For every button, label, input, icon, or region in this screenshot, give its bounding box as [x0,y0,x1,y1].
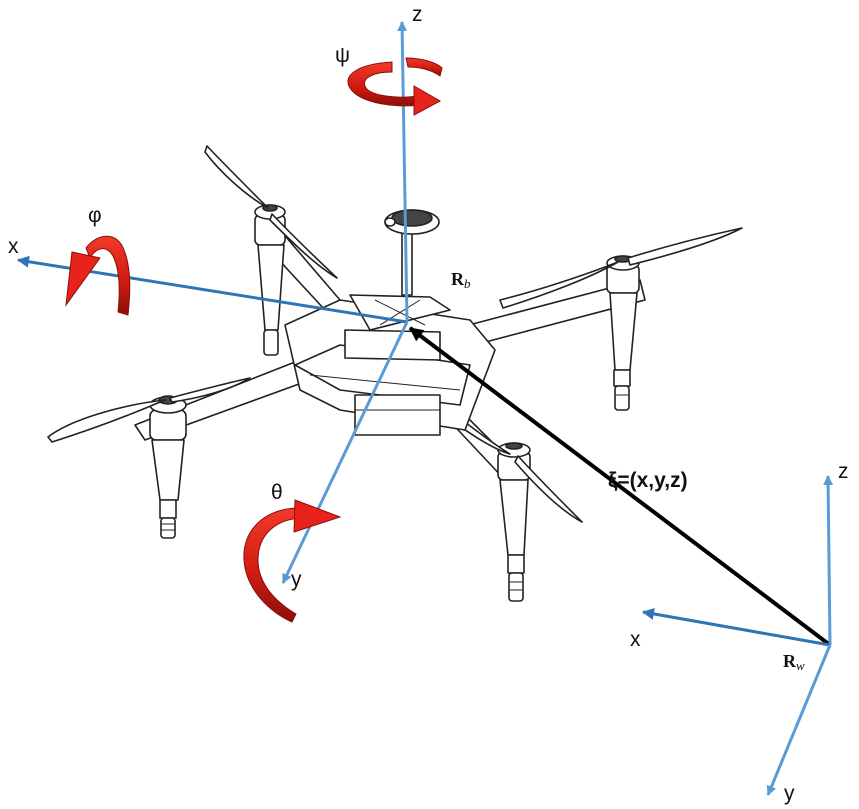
world-y-label: y [784,782,795,805]
propeller-front-right-b [514,455,583,523]
body-y-axis [281,321,409,584]
propeller-front-left [47,399,166,443]
yaw-label: ψ [335,44,350,67]
world-frame-label: Rw [783,651,805,673]
propeller-back-right-b [627,227,743,266]
yaw-rotation-arrow [347,57,443,116]
motor-front-right [497,442,531,602]
motor-front-left [149,395,187,539]
central-frame [284,294,496,436]
roll-rotation-arrow [65,235,131,316]
propeller-front-left-b [169,377,251,403]
world-frame-axes [642,475,834,796]
gps-mast [384,209,440,296]
roll-label: φ [88,204,102,227]
body-z-label: z [412,3,423,26]
propeller-back-right [499,261,619,309]
pitch-rotation-arrow [243,499,342,623]
motor-back-right [606,255,640,411]
world-x-axis [642,608,831,647]
quadrotor-drawing [47,145,743,602]
world-x-label: x [630,628,641,651]
world-z-label: z [838,460,849,483]
world-y-axis [766,644,832,796]
position-vector-arrow [408,326,832,647]
body-x-label: x [8,235,19,258]
body-y-label: y [291,568,302,591]
body-frame-label: Rb [451,269,471,291]
position-vector-label: ξ=(x,y,z) [608,469,688,492]
world-z-axis [823,475,834,646]
pitch-label: θ [271,481,283,504]
body-z-axis [397,21,409,323]
propeller-back-left-b [269,213,338,279]
propeller-back-left [204,145,269,209]
